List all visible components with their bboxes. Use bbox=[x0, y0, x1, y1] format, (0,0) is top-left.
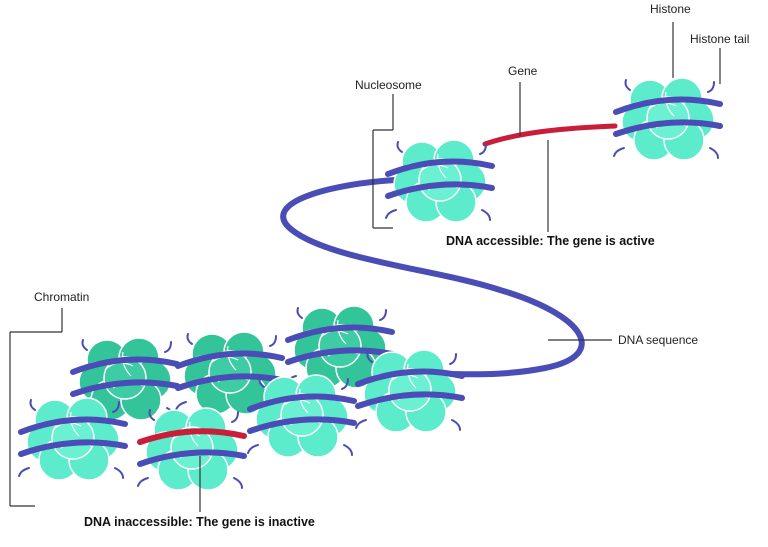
chromatin-nucleosome-6 bbox=[355, 349, 462, 433]
dna-inaccessible-label: DNA inaccessible: The gene is inactive bbox=[84, 515, 315, 529]
chromatin-nucleosome-5 bbox=[247, 374, 354, 458]
gene-label: Gene bbox=[508, 64, 538, 78]
chromatin-bracket bbox=[9, 308, 63, 507]
dna-sequence-label: DNA sequence bbox=[618, 333, 699, 347]
dna-accessible-label: DNA accessible: The gene is active bbox=[446, 234, 655, 248]
gene-segment bbox=[482, 123, 618, 147]
chromatin-nucleosome-inactive-gene bbox=[137, 407, 247, 491]
nucleosome-label: Nucleosome bbox=[355, 78, 422, 92]
chromatin-label: Chromatin bbox=[34, 290, 90, 304]
nucleosome-bracket bbox=[372, 94, 394, 229]
nucleosome-accessible bbox=[385, 139, 492, 223]
histone-tail-label: Histone tail bbox=[690, 32, 750, 46]
histone-top bbox=[613, 77, 720, 161]
dna-strand bbox=[280, 177, 585, 378]
histone-label: Histone bbox=[650, 2, 691, 16]
